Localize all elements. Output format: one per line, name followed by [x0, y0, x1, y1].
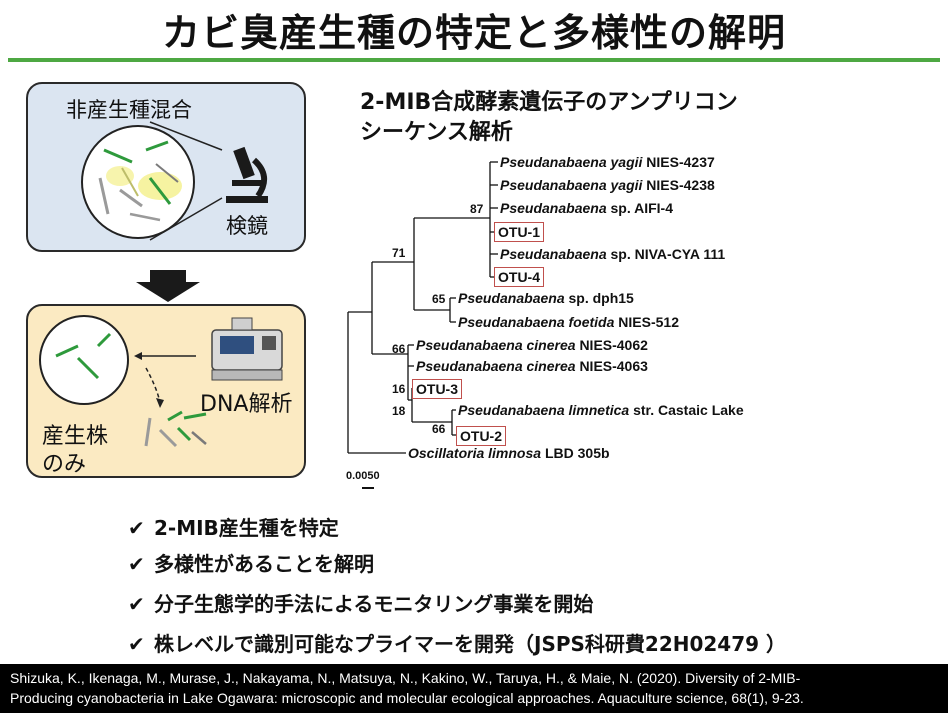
bullet-item: ✔2-MIB産生種を特定	[128, 516, 339, 540]
bootstrap-value: 65	[432, 292, 446, 306]
citation-footer: Shizuka, K., Ikenaga, M., Murase, J., Na…	[0, 664, 948, 713]
bootstrap-value: 16	[392, 382, 406, 396]
taxon-label: Pseudanabaena sp. dph15	[458, 290, 634, 306]
bootstrap-value: 66	[432, 422, 446, 436]
taxon-label: Pseudanabaena sp. AIFI-4	[500, 200, 673, 216]
extracted-filaments	[144, 410, 207, 448]
microscopy-label: 検鏡	[226, 214, 268, 238]
dna-analysis-label: DNA解析	[200, 392, 293, 417]
bullet-item: ✔株レベルで識別可能なプライマーを開発（JSPS科研費22H02479 ）	[128, 632, 787, 656]
otu-3-box: OTU-3	[412, 379, 462, 399]
check-icon: ✔	[128, 552, 145, 576]
taxon-label: Pseudanabaena sp. NIVA-CYA 111	[500, 246, 726, 262]
title-divider	[8, 58, 940, 62]
otu-1-box: OTU-1	[494, 222, 544, 242]
mixed-species-label: 非産生種混合	[66, 98, 192, 122]
tree-heading: 2-MIB合成酵素遺伝子のアンプリコン	[360, 90, 738, 115]
otu-4-box: OTU-4	[494, 267, 544, 287]
citation-line: Producing cyanobacteria in Lake Ogawara:…	[10, 690, 804, 706]
tree-heading-line2: シーケンス解析	[360, 120, 513, 145]
taxon-label: Pseudanabaena foetida NIES-512	[458, 314, 679, 330]
page-title: カビ臭産生種の特定と多様性の解明	[161, 11, 786, 55]
producer-filaments-circle	[39, 315, 129, 405]
down-arrow-icon	[136, 270, 200, 302]
taxon-label: Pseudanabaena limnetica str. Castaic Lak…	[458, 402, 744, 418]
check-icon: ✔	[128, 632, 145, 656]
check-icon: ✔	[128, 516, 145, 540]
mixed-filaments-circle	[81, 125, 195, 239]
taxon-label: Pseudanabaena cinerea NIES-4063	[416, 358, 648, 374]
microscope-icon	[226, 146, 268, 203]
magnifier-line	[149, 121, 223, 151]
taxon-label: Oscillatoria limnosa LBD 305b	[408, 445, 610, 461]
phylogenetic-tree	[347, 161, 498, 489]
citation-line: Shizuka, K., Ikenaga, M., Murase, J., Na…	[10, 670, 801, 686]
check-icon: ✔	[128, 592, 145, 616]
dna-sequencer-icon	[211, 317, 283, 381]
otu-2-box: OTU-2	[456, 426, 506, 446]
producer-only-label: のみ	[42, 452, 87, 477]
dashed-arrow-icon	[145, 367, 161, 403]
bootstrap-value: 18	[392, 404, 406, 418]
scale-bar-label: 0.0050	[346, 470, 380, 482]
bootstrap-value: 66	[392, 342, 406, 356]
producer-strain-label: 産生株	[42, 424, 109, 449]
bullet-item: ✔多様性があることを解明	[128, 552, 374, 576]
bootstrap-value: 87	[470, 202, 484, 216]
taxon-label: Pseudanabaena yagii NIES-4237	[500, 154, 715, 170]
taxon-label: Pseudanabaena yagii NIES-4238	[500, 177, 715, 193]
bullet-item: ✔分子生態学的手法によるモニタリング事業を開始	[128, 592, 594, 616]
bootstrap-value: 71	[392, 246, 406, 260]
taxon-label: Pseudanabaena cinerea NIES-4062	[416, 337, 648, 353]
